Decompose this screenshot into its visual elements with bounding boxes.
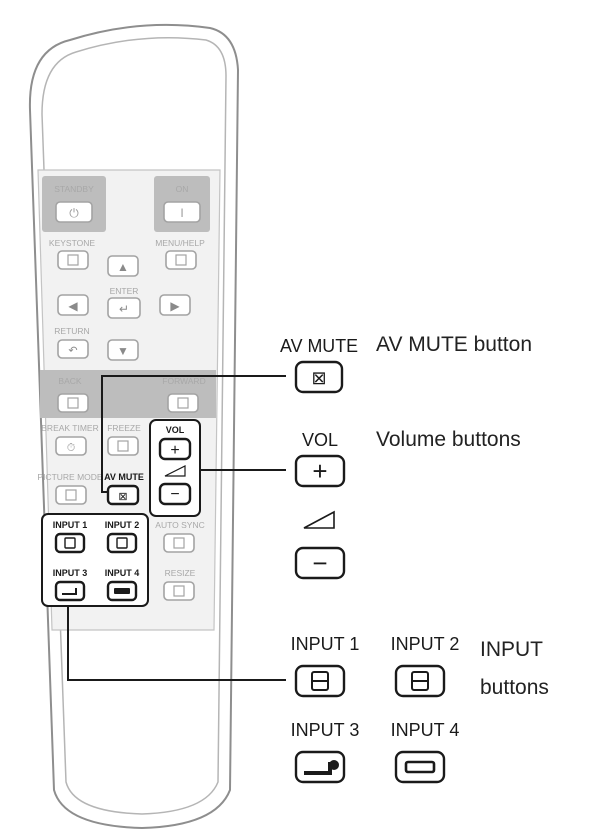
keystone-button[interactable] bbox=[57, 250, 89, 270]
up-arrow-button[interactable] bbox=[107, 255, 139, 277]
input-callout: INPUT 1 INPUT 2 INPUT buttons INPUT 3 IN… bbox=[291, 634, 549, 784]
up-arrow-icon: ▲ bbox=[117, 260, 129, 274]
forward-button[interactable] bbox=[167, 393, 199, 413]
vol-callout-label: VOL bbox=[302, 430, 338, 450]
enter-icon: ↵ bbox=[119, 302, 129, 316]
on-icon: I bbox=[180, 206, 183, 220]
remote-input1-icon bbox=[64, 537, 76, 549]
remote-input3-icon bbox=[62, 588, 77, 595]
remote-plus-icon: + bbox=[170, 442, 179, 459]
remote-av-mute-icon: ⊠ bbox=[118, 491, 127, 503]
return-label: RETURN bbox=[54, 326, 89, 336]
auto-sync-label: AUTO SYNC bbox=[155, 520, 204, 530]
av-mute-callout-label: AV MUTE bbox=[280, 336, 358, 356]
remote-input1-label: INPUT 1 bbox=[53, 520, 88, 530]
back-label: BACK bbox=[58, 376, 81, 386]
standby-label: STANDBY bbox=[54, 184, 94, 194]
plus-icon: + bbox=[312, 456, 327, 486]
picture-mode-label: PICTURE MODE bbox=[37, 472, 103, 482]
break-timer-icon: ⏱ bbox=[67, 442, 76, 454]
resize-label: RESIZE bbox=[165, 568, 196, 578]
remote-av-mute-button[interactable] bbox=[106, 484, 140, 506]
remote-input3-label: INPUT 3 bbox=[53, 568, 88, 578]
on-label: ON bbox=[176, 184, 189, 194]
back-icon bbox=[67, 397, 79, 409]
av-mute-callout: AV MUTE ⊠ AV MUTE button bbox=[280, 333, 532, 394]
remote-vol-wedge-icon bbox=[164, 465, 186, 477]
freeze-icon bbox=[117, 440, 129, 452]
down-arrow-icon: ▼ bbox=[117, 344, 129, 358]
back-button[interactable] bbox=[57, 393, 89, 413]
input3-icon-dot bbox=[329, 760, 339, 770]
input-leader-line bbox=[67, 606, 286, 681]
remote-input3-button[interactable] bbox=[54, 580, 86, 602]
picture-mode-icon bbox=[65, 489, 77, 501]
standby-button[interactable] bbox=[55, 201, 93, 223]
remote-vol-plus-button[interactable] bbox=[158, 437, 192, 461]
remote-input4-icon bbox=[114, 588, 130, 594]
return-button[interactable] bbox=[57, 339, 89, 359]
menu-help-button[interactable] bbox=[165, 250, 197, 270]
enter-button[interactable] bbox=[107, 297, 141, 319]
remote-vol-label: VOL bbox=[166, 425, 185, 435]
input-caption-line1: INPUT bbox=[480, 638, 543, 661]
minus-icon: − bbox=[312, 548, 327, 578]
input4-callout-button bbox=[394, 750, 446, 784]
remote-input2-button[interactable] bbox=[106, 532, 138, 554]
av-mute-leader-line bbox=[101, 375, 286, 493]
freeze-label: FREEZE bbox=[107, 423, 141, 433]
volume-wedge-icon bbox=[303, 510, 335, 529]
return-icon: ↶ bbox=[68, 345, 77, 357]
menu-help-label: MENU/HELP bbox=[155, 238, 205, 248]
av-mute-caption: AV MUTE button bbox=[376, 333, 532, 356]
on-button[interactable] bbox=[163, 201, 201, 223]
remote-inner-shell bbox=[41, 37, 227, 815]
auto-sync-icon bbox=[173, 537, 185, 549]
right-arrow-icon: ▶ bbox=[170, 299, 180, 313]
forward-label: FORWARD bbox=[162, 376, 205, 386]
right-arrow-button[interactable] bbox=[159, 294, 191, 316]
break-timer-button[interactable] bbox=[55, 436, 87, 456]
keystone-icon bbox=[67, 254, 79, 266]
remote-control: STANDBY ⏻ ON I KEYSTONE MENU/HELP ▲ ENTE… bbox=[28, 23, 240, 830]
left-arrow-icon: ◀ bbox=[68, 299, 78, 313]
vol-plus-callout-button bbox=[294, 454, 346, 488]
input-caption-line2: buttons bbox=[480, 676, 549, 699]
remote-input2-icon bbox=[116, 537, 128, 549]
input3-callout-label: INPUT 3 bbox=[291, 720, 360, 740]
down-arrow-button[interactable] bbox=[107, 339, 139, 361]
input1-callout-label: INPUT 1 bbox=[291, 634, 360, 654]
remote-input1-button[interactable] bbox=[54, 532, 86, 554]
auto-sync-button[interactable] bbox=[163, 533, 195, 553]
break-timer-label: BREAK TIMER bbox=[41, 423, 98, 433]
enter-label: ENTER bbox=[110, 286, 139, 296]
remote-minus-icon: − bbox=[170, 486, 179, 503]
keystone-label: KEYSTONE bbox=[49, 238, 95, 248]
input2-callout-label: INPUT 2 bbox=[391, 634, 460, 654]
volume-caption: Volume buttons bbox=[376, 428, 521, 451]
vol-minus-callout-button bbox=[294, 546, 346, 580]
input4-icon bbox=[404, 760, 436, 774]
freeze-button[interactable] bbox=[107, 436, 139, 456]
menu-icon bbox=[175, 254, 187, 266]
av-mute-callout-button bbox=[294, 360, 344, 394]
av-mute-callout-icon: ⊠ bbox=[311, 368, 326, 388]
remote-input4-label: INPUT 4 bbox=[105, 568, 140, 578]
picture-mode-button[interactable] bbox=[55, 485, 87, 505]
left-arrow-button[interactable] bbox=[57, 294, 89, 316]
input4-callout-label: INPUT 4 bbox=[391, 720, 460, 740]
remote-av-mute-label: AV MUTE bbox=[104, 472, 144, 482]
remote-vol-minus-button[interactable] bbox=[158, 482, 192, 506]
power-icon: ⏻ bbox=[69, 206, 79, 220]
resize-button[interactable] bbox=[163, 581, 195, 601]
volume-callout: VOL + − Volume buttons bbox=[294, 428, 521, 580]
remote-input2-label: INPUT 2 bbox=[105, 520, 140, 530]
resize-icon bbox=[173, 585, 185, 597]
forward-icon bbox=[177, 397, 189, 409]
